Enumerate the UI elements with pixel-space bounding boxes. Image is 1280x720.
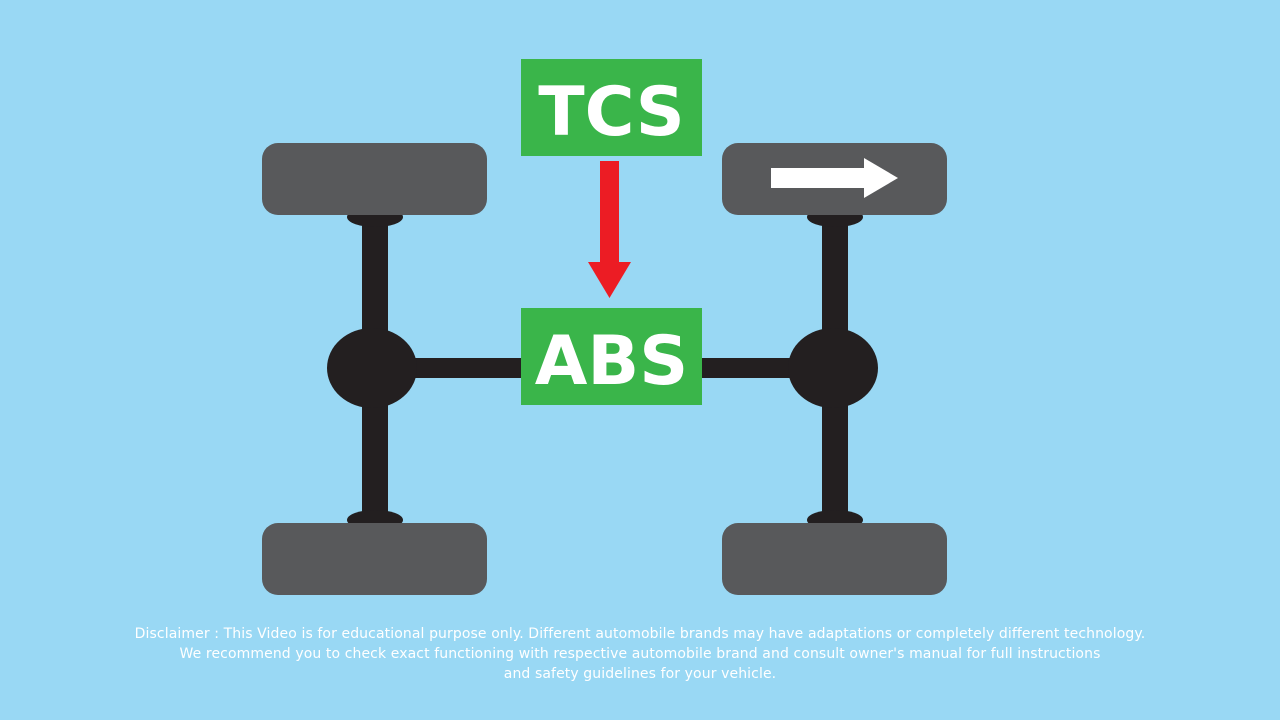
tire-rear-left [262, 523, 487, 595]
arrow-down-icon [588, 161, 631, 298]
disclaimer-line-2: We recommend you to check exact function… [179, 646, 1101, 662]
tire-front-left [262, 143, 487, 215]
right-differential [788, 328, 878, 408]
disclaimer: Disclaimer : This Video is for education… [0, 624, 1280, 684]
disclaimer-line-1: Disclaimer : This Video is for education… [134, 626, 1146, 642]
tcs-label: TCS [538, 73, 685, 152]
abs-box: ABS [521, 308, 702, 405]
disclaimer-line-3: and safety guidelines for your vehicle. [503, 666, 777, 682]
abs-label: ABS [535, 322, 688, 401]
tire-rear-right [722, 523, 947, 595]
tcs-box: TCS [521, 59, 702, 156]
arrow-right-icon [771, 158, 898, 198]
left-differential [327, 328, 417, 408]
